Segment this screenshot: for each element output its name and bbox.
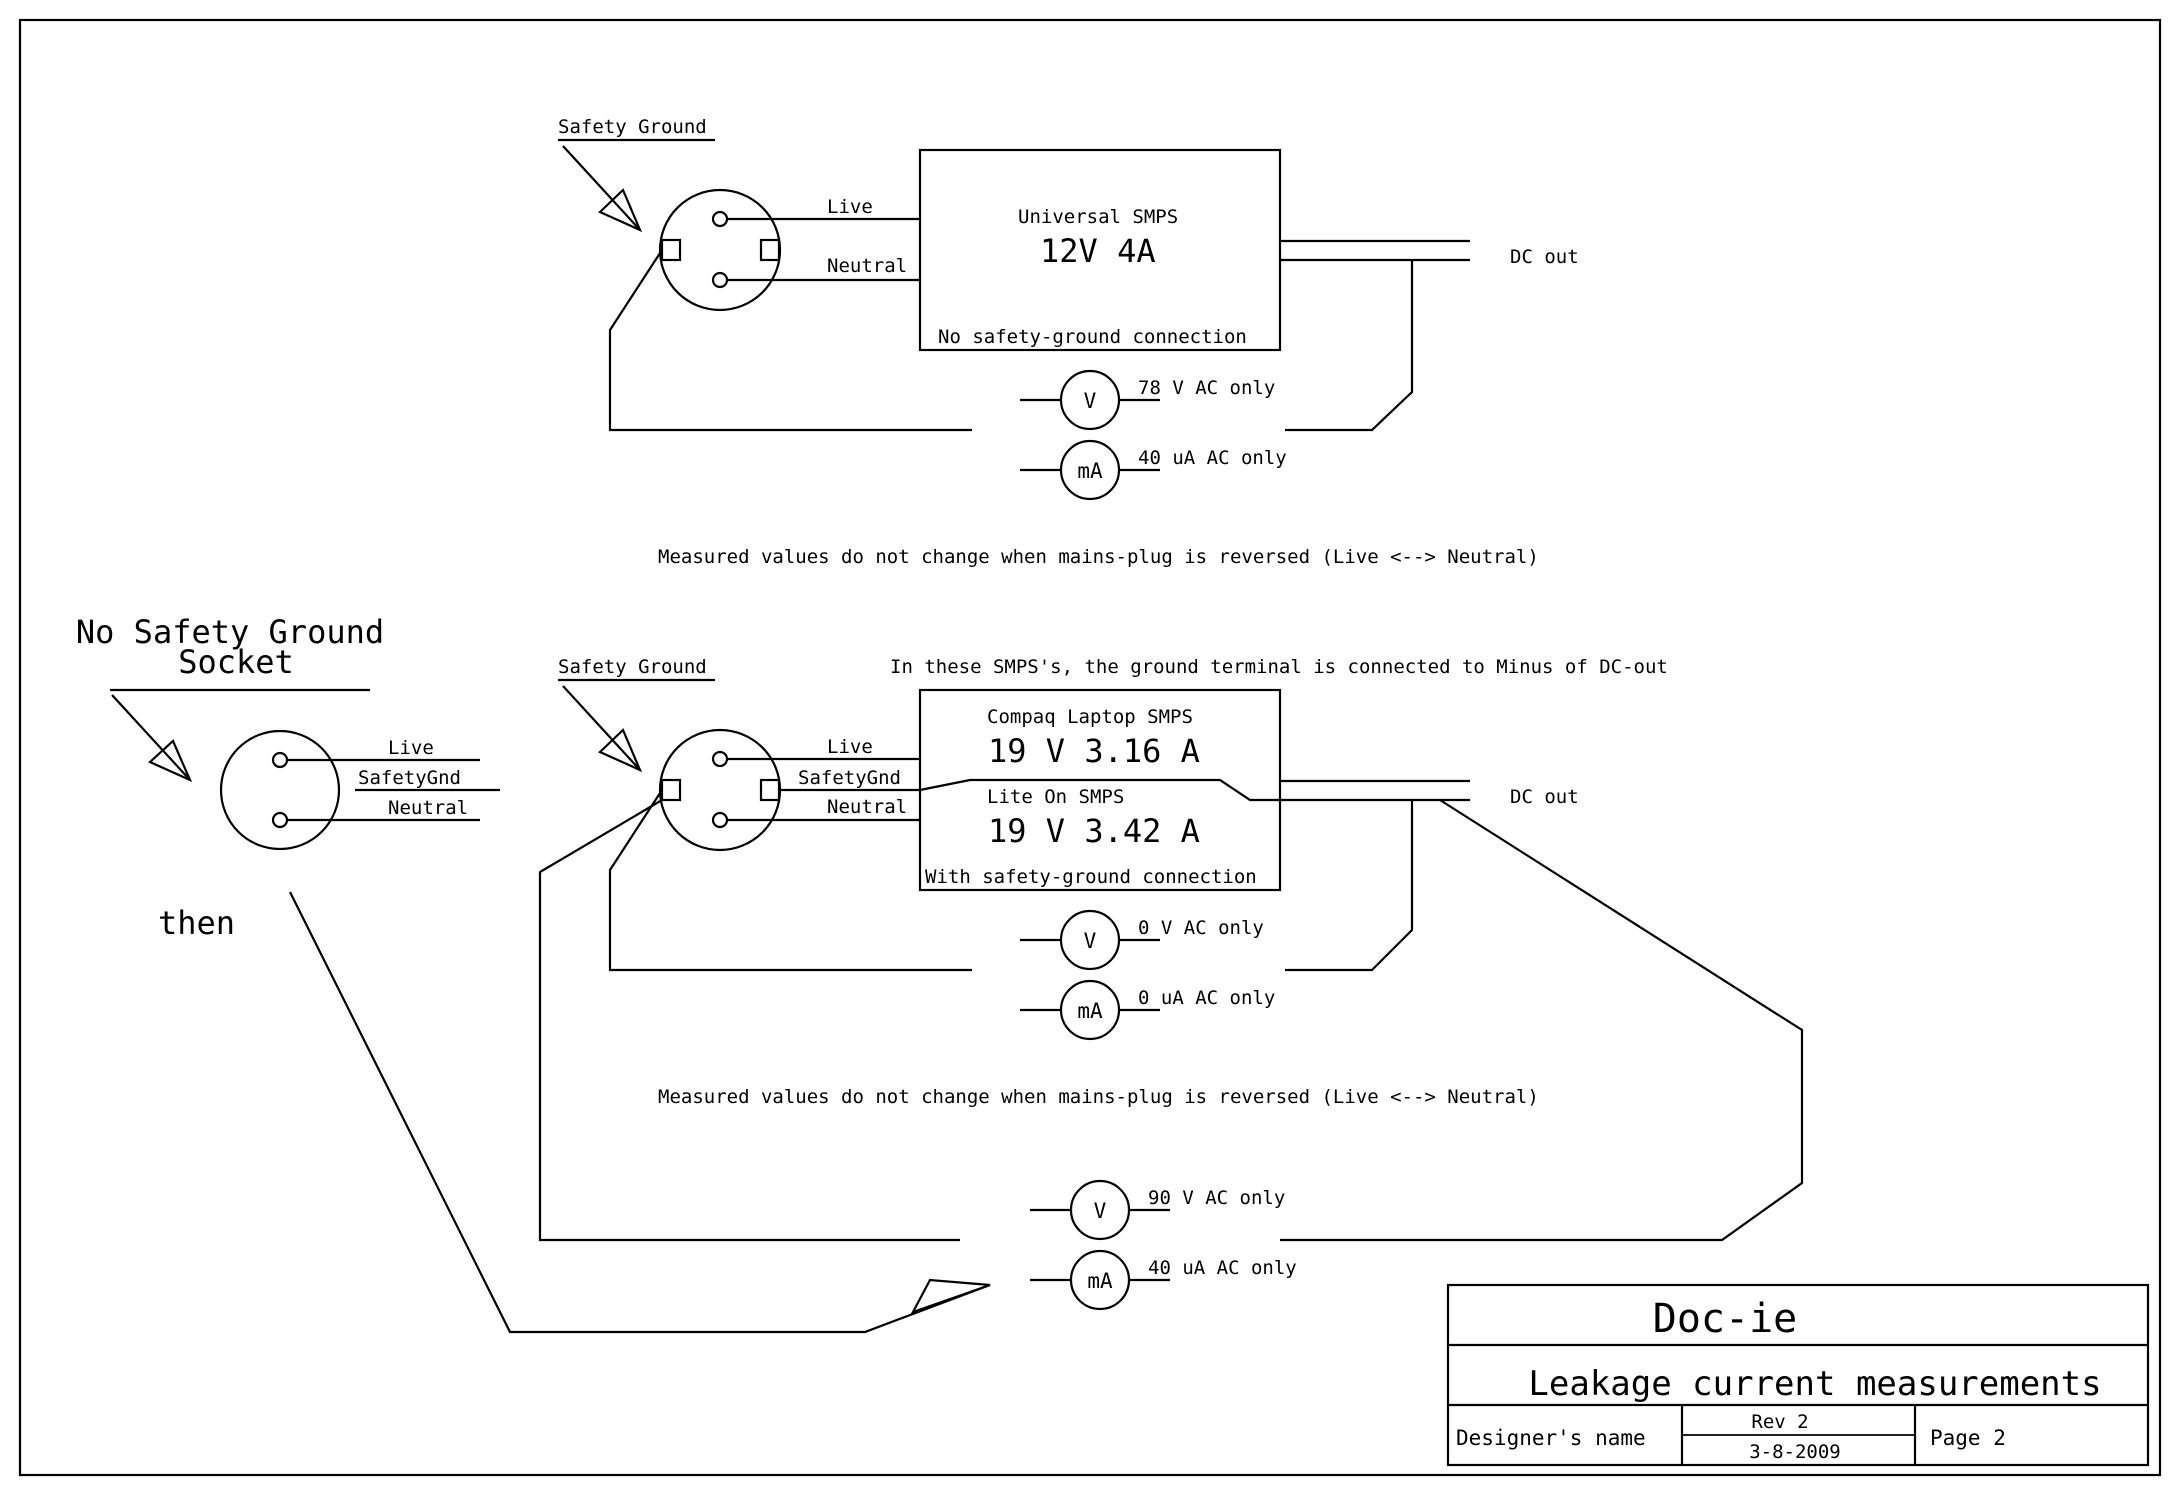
drawing-title: Leakage current measurements — [1528, 1364, 2101, 1404]
smps-note-2: With safety-ground connection — [925, 866, 1257, 888]
ground-to-dc-minus — [919, 778, 1470, 802]
ammeter-2: mA — [1020, 979, 1160, 1041]
title-block: Doc-ie Leakage current measurements Desi… — [1446, 1283, 2150, 1467]
voltmeter-2: V — [1020, 909, 1160, 971]
dc-out-label: DC out — [1510, 246, 1579, 268]
smps-title: Universal SMPS — [1018, 206, 1178, 228]
diagram-2: In these SMPS's, the ground terminal is … — [558, 656, 1668, 1108]
smps-title-liteon: Lite On SMPS — [987, 786, 1124, 808]
header-note: In these SMPS's, the ground terminal is … — [890, 656, 1668, 678]
safety-ground-label: Safety Ground — [558, 116, 707, 138]
smps-box-2: Compaq Laptop SMPS 19 V 3.16 A Lite On S… — [918, 688, 1282, 892]
svg-text:V: V — [1084, 389, 1097, 413]
current-reading: 40 uA AC only — [1138, 447, 1287, 469]
smps-rating-liteon: 19 V 3.42 A — [988, 812, 1200, 850]
safety-ground-label-2: Safety Ground — [558, 656, 707, 678]
ammeter: mA — [1020, 439, 1160, 501]
live-label-2: Live — [827, 736, 873, 758]
voltage-reading: 78 V AC only — [1138, 377, 1275, 399]
voltmeter-3: V — [1030, 1179, 1170, 1241]
no-ground-pointer-arrow — [111, 694, 193, 783]
then-label: then — [158, 904, 235, 942]
no-ground-title: No Safety Ground — [76, 613, 384, 651]
no-ground-socket: No Safety Ground Socket Live SafetyGnd N… — [76, 613, 500, 942]
ng-live-label: Live — [388, 737, 434, 759]
then-pointer-arrow — [289, 891, 991, 1334]
reversal-note: Measured values do not change when mains… — [658, 546, 1539, 568]
mains-socket-2 — [658, 728, 782, 852]
current-reading-3: 40 uA AC only — [1148, 1257, 1297, 1279]
smps-rating-compaq: 19 V 3.16 A — [988, 732, 1200, 770]
designer-name: Designer's name — [1456, 1426, 1646, 1450]
drawing-date: 3-8-2009 — [1749, 1441, 1841, 1463]
current-reading-2: 0 uA AC only — [1138, 987, 1275, 1009]
voltage-reading-3: 90 V AC only — [1148, 1187, 1285, 1209]
neutral-label-2: Neutral — [827, 796, 907, 818]
bottom-measurement: V 90 V AC only mA 40 uA AC only — [538, 799, 1804, 1311]
revision: Rev 2 — [1751, 1411, 1808, 1433]
svg-text:V: V — [1084, 929, 1097, 953]
safetygnd-label-2: SafetyGnd — [798, 767, 901, 789]
sheet-border — [18, 18, 2162, 1477]
ground-pointer-arrow-2 — [562, 685, 643, 773]
smps-rating: 12V 4A — [1040, 232, 1156, 270]
neutral-label: Neutral — [827, 255, 907, 277]
reversal-note-2: Measured values do not change when mains… — [658, 1086, 1539, 1108]
smps-note: No safety-ground connection — [938, 326, 1247, 348]
smps-box: Universal SMPS 12V 4A No safety-ground c… — [918, 148, 1282, 352]
voltage-reading-2: 0 V AC only — [1138, 917, 1264, 939]
smps-title-compaq: Compaq Laptop SMPS — [987, 706, 1193, 728]
page-number: Page 2 — [1930, 1426, 2006, 1450]
ammeter-3: mA — [1030, 1249, 1170, 1311]
svg-text:mA: mA — [1077, 459, 1103, 483]
no-ground-subtitle: Socket — [178, 643, 294, 681]
live-label: Live — [827, 196, 873, 218]
ground-pointer-arrow — [562, 145, 643, 233]
svg-text:mA: mA — [1077, 999, 1103, 1023]
ng-safetygnd-label: SafetyGnd — [358, 767, 461, 789]
mains-socket — [658, 188, 782, 312]
svg-text:mA: mA — [1087, 1269, 1113, 1293]
dc-out-label-2: DC out — [1510, 786, 1579, 808]
svg-text:V: V — [1094, 1199, 1107, 1223]
ng-neutral-label: Neutral — [388, 797, 468, 819]
diagram-1: Safety Ground Live Neutral Universal SMP… — [558, 116, 1579, 568]
voltmeter: V — [1020, 369, 1160, 431]
company-name: Doc-ie — [1653, 1296, 1798, 1342]
